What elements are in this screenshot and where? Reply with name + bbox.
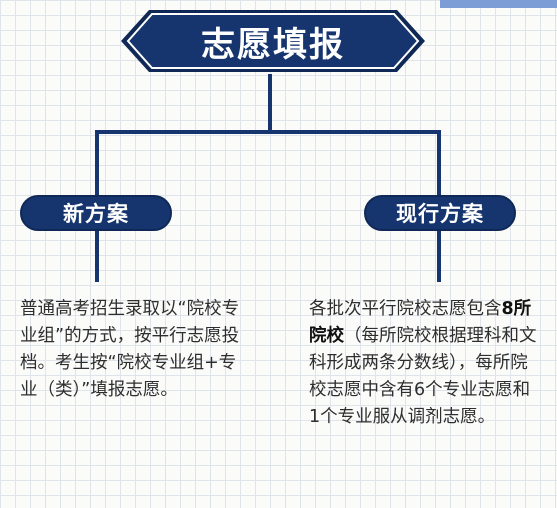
connector-left-down [95, 130, 99, 196]
current-plan-label: 现行方案 [364, 195, 516, 231]
new-plan-text: 普通高考招生录取以“院校专业组”的方式，按平行志愿投档。考生按“院校专业组+专业… [20, 299, 240, 400]
new-plan-description: 普通高考招生录取以“院校专业组”的方式，按平行志愿投档。考生按“院校专业组+专业… [20, 296, 245, 404]
title-banner: 志愿填报 [121, 8, 425, 74]
current-plan-text-bold: 8所院校 [309, 299, 532, 346]
connector-right-down [437, 130, 441, 196]
current-plan-description: 各批次平行院校志愿包含8所院校（每所院校根据理科和文科形成两条分数线），每所院校… [309, 296, 541, 431]
connector-trunk [268, 74, 272, 133]
title-banner-shape [121, 10, 425, 72]
connector-left-stem [95, 230, 99, 282]
current-plan-text-post: （每所院校根据理科和文科形成两条分数线），每所院校志愿中含有6个专业志愿和1个专… [309, 326, 537, 427]
page-title: 志愿填报 [201, 24, 345, 65]
top-accent-bar [440, 0, 557, 8]
current-plan-text-pre: 各批次平行院校志愿包含 [309, 299, 502, 319]
connector-horizontal [95, 130, 441, 134]
new-plan-label: 新方案 [20, 195, 172, 231]
connector-right-stem [437, 230, 441, 282]
